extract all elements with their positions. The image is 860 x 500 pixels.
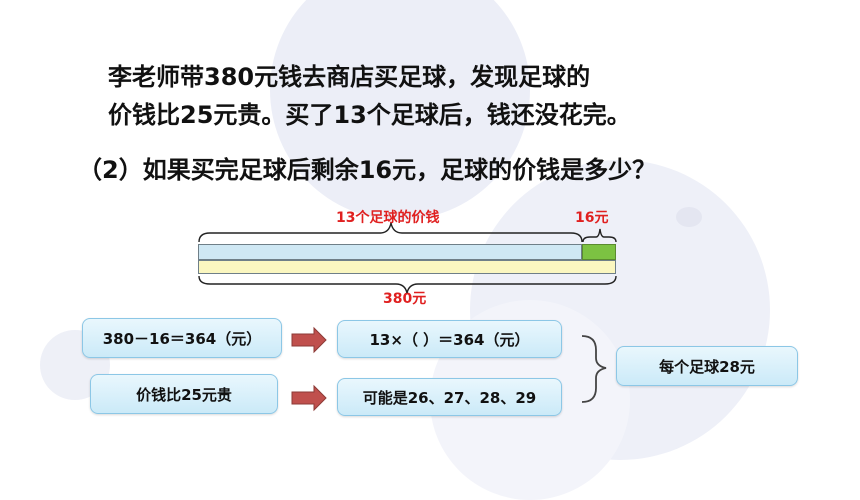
question-line: （2）如果买完足球后剩余16元，足球的价钱是多少？: [78, 156, 657, 184]
calc-box: 380－16＝364（元）: [82, 318, 282, 358]
bottom-brace-icon: [198, 275, 617, 294]
problem-line-1: 李老师带380元钱去商店买足球，发现足球的: [108, 63, 591, 91]
bar-13-balls-price: [198, 244, 582, 260]
bar-remaining: [582, 244, 616, 260]
equation-box: 13×（ ）＝364（元）: [337, 320, 562, 358]
label-total-380: 380元: [383, 291, 427, 307]
label-13-balls-price: 13个足球的价钱: [336, 210, 440, 226]
problem-line-2: 价钱比25元贵。买了13个足球后，钱还没花完。: [108, 101, 631, 129]
condition-box: 价钱比25元贵: [90, 374, 278, 414]
small-brace-icon: [582, 228, 617, 243]
right-brace-icon: [581, 335, 607, 403]
top-brace-icon: [198, 222, 583, 243]
candidates-box: 可能是26、27、28、29: [337, 378, 562, 416]
background-circle: [676, 207, 702, 227]
right-arrow-icon: [291, 326, 327, 354]
right-arrow-icon: [291, 384, 327, 412]
background-circle: [270, 0, 530, 220]
diagram-braces: [198, 222, 617, 412]
label-remaining-16: 16元: [575, 210, 609, 226]
bar-total-380: [198, 260, 616, 274]
answer-box: 每个足球28元: [616, 346, 798, 386]
